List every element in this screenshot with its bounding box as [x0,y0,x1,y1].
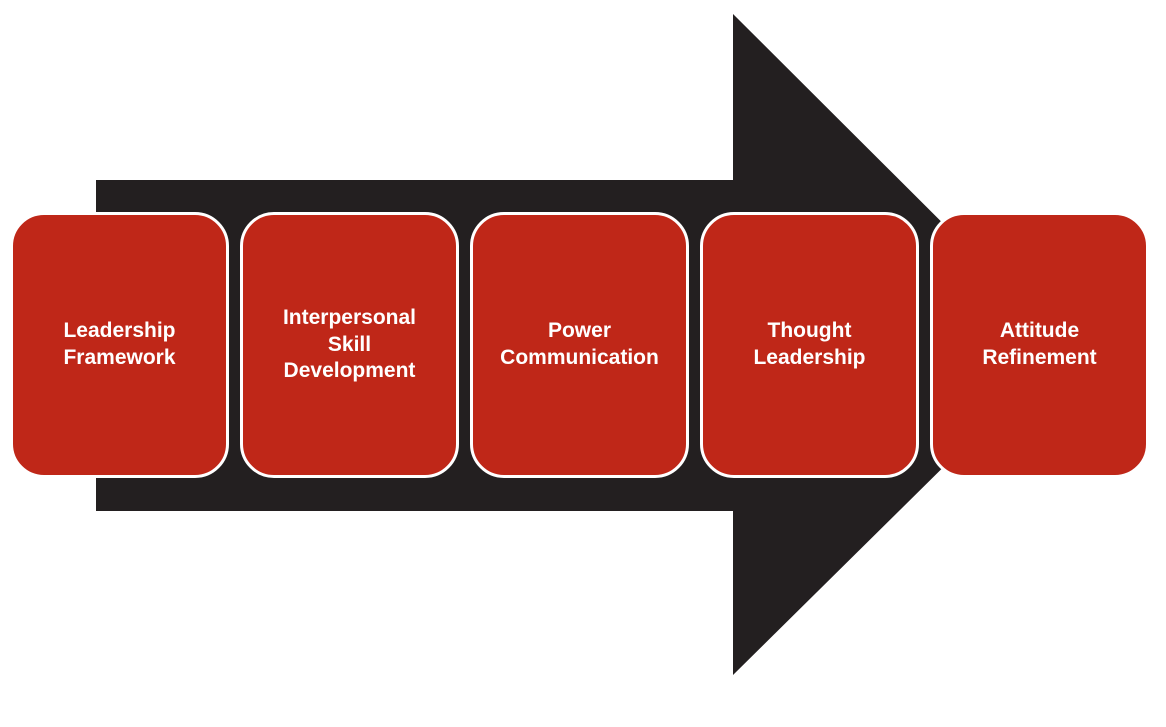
step-label: Leadership Framework [63,319,176,369]
step-label: Attitude Refinement [982,319,1097,369]
step-power-communication: Power Communication [470,212,689,478]
step-attitude-refinement: Attitude Refinement [930,212,1149,478]
step-thought-leadership: Thought Leadership [700,212,919,478]
step-label: Interpersonal Skill Development [282,306,417,383]
step-label: Power Communication [500,319,659,369]
step-leadership-framework: Leadership Framework [10,212,229,478]
step-interpersonal-skill-development: Interpersonal Skill Development [240,212,459,478]
step-label: Thought Leadership [753,319,866,369]
